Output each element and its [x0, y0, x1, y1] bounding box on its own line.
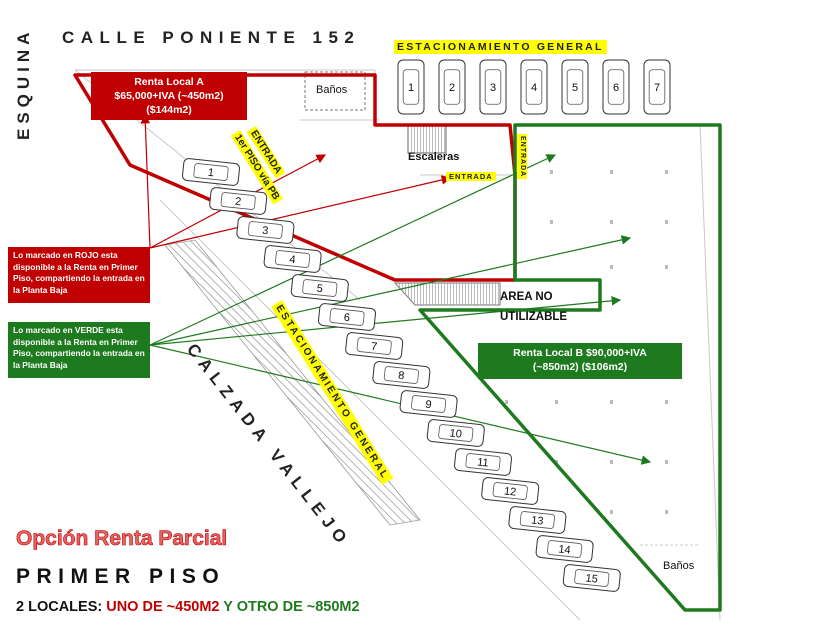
diagonal-parking-spot-1: 1	[181, 158, 241, 186]
top-parking-spot-6-number: 6	[613, 82, 619, 94]
top-parking-spot-4-number: 4	[531, 82, 537, 94]
diagonal-parking-spot-1-number: 1	[207, 167, 214, 180]
diagonal-parking-spot-7-number: 7	[370, 341, 377, 354]
diagonal-parking-spot-5: 5	[290, 274, 349, 302]
unusable-area-label: AREA NO UTILIZABLE	[500, 291, 568, 323]
local-a-title: Renta Local A	[134, 76, 204, 88]
diagonal-parking-spot-3: 3	[236, 216, 295, 244]
local-a-outline	[73, 73, 517, 282]
local-a-price-box: Renta Local A $65,000+IVA (~450m2) ($144…	[91, 72, 247, 120]
top-parking-spot-3-number: 3	[490, 82, 496, 94]
diagonal-parking-spot-14-number: 14	[558, 543, 571, 556]
street-esquina-text: ESQUINA	[14, 27, 33, 140]
red-arrows	[140, 113, 452, 249]
diagonal-parking-spot-15: 15	[562, 564, 621, 592]
side-entry-text: ENTRADA	[519, 136, 526, 178]
top-parking-spot-5: 5	[561, 59, 589, 115]
diagonal-parking-spot-4: 4	[263, 245, 322, 273]
diagonal-parking-spot-11-number: 11	[477, 456, 490, 469]
top-parking-spot-3: 3	[479, 59, 507, 115]
diagonal-parking-spot-13-number: 13	[531, 514, 544, 527]
diagonal-parking-spot-7: 7	[345, 332, 404, 360]
top-entry-tag: ENTRADA	[446, 172, 496, 181]
local-a-price: $65,000+IVA (~450m2)	[114, 90, 224, 102]
diagonal-parking-spot-2: 2	[209, 187, 268, 215]
diagonal-parking-spot-3-number: 3	[262, 225, 269, 238]
sidewalk-strip	[164, 239, 421, 526]
top-parking-spot-2-number: 2	[449, 82, 455, 94]
diagonal-parking-spot-6: 6	[317, 303, 377, 331]
top-parking-spot-5-number: 5	[572, 82, 578, 94]
floor-title: PRIMER PISO	[16, 565, 226, 588]
green-availability-note: Lo marcado en VERDE esta disponible a la…	[8, 322, 150, 378]
summary-red-part: UNO DE ~450M2	[106, 599, 220, 615]
stairs-label: Escaleras	[408, 151, 460, 163]
local-b-title: Renta Local B $90,000+IVA	[513, 347, 647, 359]
local-b-detail: (~850m2) ($106m2)	[532, 361, 628, 373]
top-parking-spot-2: 2	[438, 59, 466, 115]
top-parking-spot-7-number: 7	[654, 82, 660, 94]
diagonal-parking-spot-8: 8	[372, 361, 431, 389]
stairs-graphic	[407, 124, 447, 154]
diagonal-parking-spot-15-number: 15	[585, 572, 598, 585]
option-title: Opción Renta Parcial	[16, 527, 228, 551]
top-parking-row: 1 2 3 4 5 6 7	[397, 59, 671, 115]
diagonal-parking-spot-9-number: 9	[425, 399, 432, 412]
diagonal-parking-spot-12-number: 12	[503, 485, 516, 498]
street-esquina: ESQUINA	[14, 28, 34, 140]
local-a-per-m2: ($144m2)	[146, 104, 192, 116]
parking-general-top-label: ESTACIONAMIENTO GENERAL	[394, 40, 607, 54]
summary-green-part: OTRO DE ~850M2	[236, 599, 360, 615]
diagonal-parking-spot-10-number: 10	[449, 427, 462, 440]
bathrooms-top-box	[304, 71, 366, 111]
top-parking-spot-6: 6	[602, 59, 630, 115]
summary-prefix: 2 LOCALES:	[16, 599, 107, 615]
top-parking-spot-1-number: 1	[408, 82, 414, 94]
local-b-outline	[418, 123, 722, 612]
diagonal-parking-spot-8-number: 8	[398, 370, 405, 383]
column-markers	[505, 170, 668, 514]
red-availability-note: Lo marcado en ROJO esta disponible a la …	[8, 247, 150, 303]
street-calle-poniente: CALLE PONIENTE 152	[62, 28, 361, 47]
top-parking-spot-7: 7	[643, 59, 671, 115]
diagonal-parking-spot-10: 10	[426, 419, 485, 447]
diagonal-parking-spot-4-number: 4	[289, 254, 296, 267]
diagonal-parking-spot-2-number: 2	[234, 196, 241, 209]
bathrooms-bottom-label: Baños	[663, 560, 695, 572]
locales-summary: 2 LOCALES: UNO DE ~450M2 Y OTRO DE ~850M…	[16, 599, 360, 615]
top-parking-spot-4: 4	[520, 59, 548, 115]
diagonal-parking-spot-13: 13	[508, 506, 567, 534]
diagonal-parking-spot-5-number: 5	[316, 283, 323, 296]
diagonal-parking-spot-11: 11	[453, 448, 513, 476]
side-entry-tag: ENTRADA	[517, 134, 527, 180]
top-parking-spot-1: 1	[397, 59, 425, 115]
diagonal-parking-spot-12: 12	[481, 477, 540, 505]
unusable-area-hatch	[393, 282, 501, 306]
diagonal-parking-spot-14: 14	[535, 535, 594, 563]
diagonal-parking-spot-6-number: 6	[343, 312, 350, 325]
local-b-price-box: Renta Local B $90,000+IVA (~850m2) ($106…	[478, 343, 682, 379]
summary-joiner: Y	[219, 599, 237, 615]
bathrooms-top-label: Baños	[316, 84, 348, 96]
green-arrows	[149, 154, 652, 465]
diagonal-parking-spot-9: 9	[399, 390, 458, 418]
